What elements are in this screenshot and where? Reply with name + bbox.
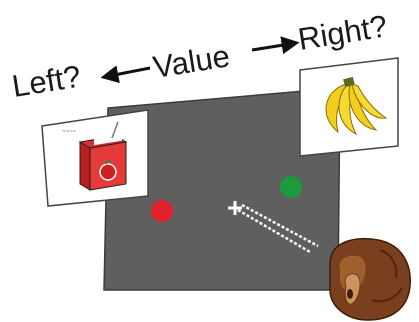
left-label: Left? bbox=[10, 59, 84, 104]
left-stimulus-card: ~~~~ bbox=[41, 109, 149, 207]
svg-text:~~~~: ~~~~ bbox=[62, 129, 77, 135]
left-arrow bbox=[100, 65, 151, 84]
fixation-cross bbox=[228, 201, 242, 215]
red-target-dot bbox=[151, 200, 173, 222]
right-stimulus-card bbox=[299, 57, 399, 157]
monkey-head bbox=[329, 237, 411, 321]
value-label: Value bbox=[151, 38, 233, 85]
right-label: Right? bbox=[296, 8, 390, 57]
green-target-dot bbox=[280, 176, 302, 198]
banana-bunch-icon bbox=[325, 76, 388, 136]
juice-box-icon: ~~~~ bbox=[62, 121, 128, 191]
gaze-trail bbox=[237, 203, 319, 254]
right-arrow bbox=[251, 36, 300, 55]
